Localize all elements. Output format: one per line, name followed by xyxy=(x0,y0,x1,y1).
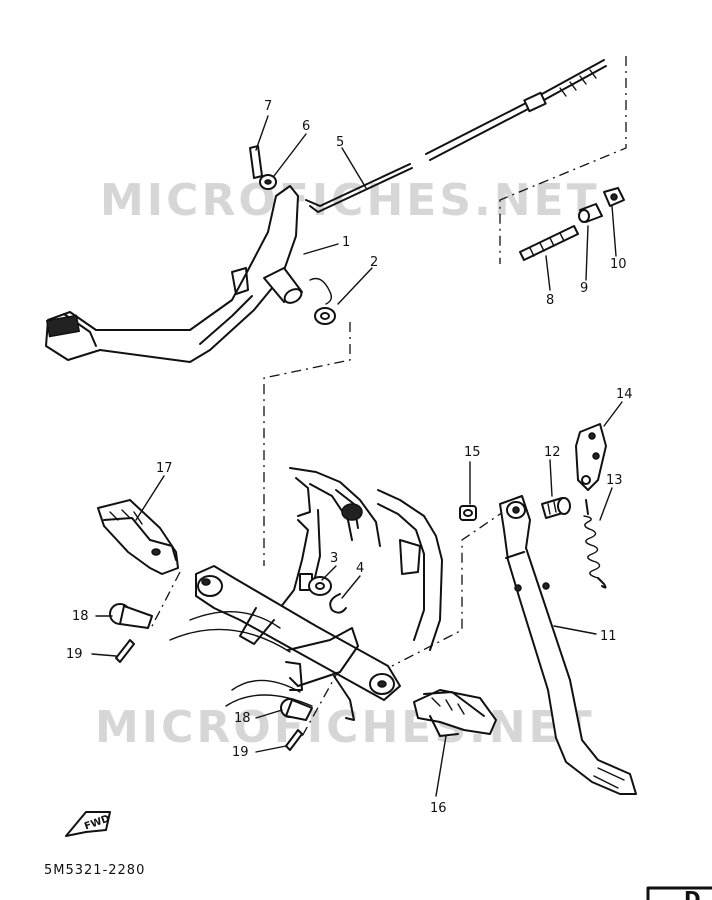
callout-1: 1 xyxy=(342,235,350,250)
brake-rod xyxy=(305,59,607,213)
guide-line-rod xyxy=(499,56,627,264)
callout-15: 15 xyxy=(464,445,481,460)
guide-line-pedal-frame xyxy=(263,322,351,566)
footrest-pin-right xyxy=(280,698,313,721)
right-footrest xyxy=(413,689,497,737)
watermark-bottom: MICROFICHES.NET xyxy=(95,702,595,753)
adjusting-rod xyxy=(519,225,579,261)
callout-6: 6 xyxy=(302,119,310,134)
spring-washer xyxy=(309,277,336,325)
pedal-pivot-shaft xyxy=(263,267,303,304)
corner-letter: D xyxy=(684,887,701,900)
callout-9: 9 xyxy=(580,281,588,296)
callout-13: 13 xyxy=(606,473,623,488)
joint-pin xyxy=(578,203,603,223)
callout-19-left: 19 xyxy=(66,647,83,662)
stand-spring xyxy=(583,499,607,589)
diagram-code: 5M5321-2280 xyxy=(44,863,145,878)
frame-washer xyxy=(308,576,332,596)
stand-collar xyxy=(459,505,477,521)
adjusting-nut xyxy=(603,187,625,207)
guide-line-stand xyxy=(391,509,507,667)
stand-bracket xyxy=(575,423,607,491)
callout-12: 12 xyxy=(544,445,561,460)
guide-line-right-peg xyxy=(299,649,351,741)
circlip xyxy=(329,593,347,614)
callout-5: 5 xyxy=(336,135,344,150)
stand-bolt xyxy=(541,497,571,519)
callout-11: 11 xyxy=(600,629,617,644)
callout-14: 14 xyxy=(616,387,633,402)
callout-19-right: 19 xyxy=(232,745,249,760)
callout-3: 3 xyxy=(330,551,338,566)
footrest-pin-left xyxy=(109,603,153,629)
left-footrest xyxy=(97,499,179,575)
cotter-pin-top xyxy=(249,145,263,179)
leader-lines xyxy=(91,115,623,797)
callout-4: 4 xyxy=(356,561,364,576)
watermark-top: MICROFICHES.NET xyxy=(100,175,600,226)
callout-8: 8 xyxy=(546,293,554,308)
corner-box: D xyxy=(646,886,712,900)
guide-line-left-peg xyxy=(149,571,181,631)
callout-17: 17 xyxy=(156,461,173,476)
washer-top xyxy=(259,174,277,190)
fwd-arrow-icon: FWD xyxy=(65,811,111,837)
callout-7: 7 xyxy=(264,99,272,114)
callout-18-right: 18 xyxy=(234,711,251,726)
brake-pedal xyxy=(45,185,299,363)
callout-16: 16 xyxy=(430,801,447,816)
callout-18-left: 18 xyxy=(72,609,89,624)
cotter-pin-right xyxy=(285,729,303,751)
sidestand xyxy=(499,495,637,795)
frame xyxy=(169,467,443,721)
callout-10: 10 xyxy=(610,257,627,272)
callout-2: 2 xyxy=(370,255,378,270)
cotter-pin-left xyxy=(115,639,135,663)
